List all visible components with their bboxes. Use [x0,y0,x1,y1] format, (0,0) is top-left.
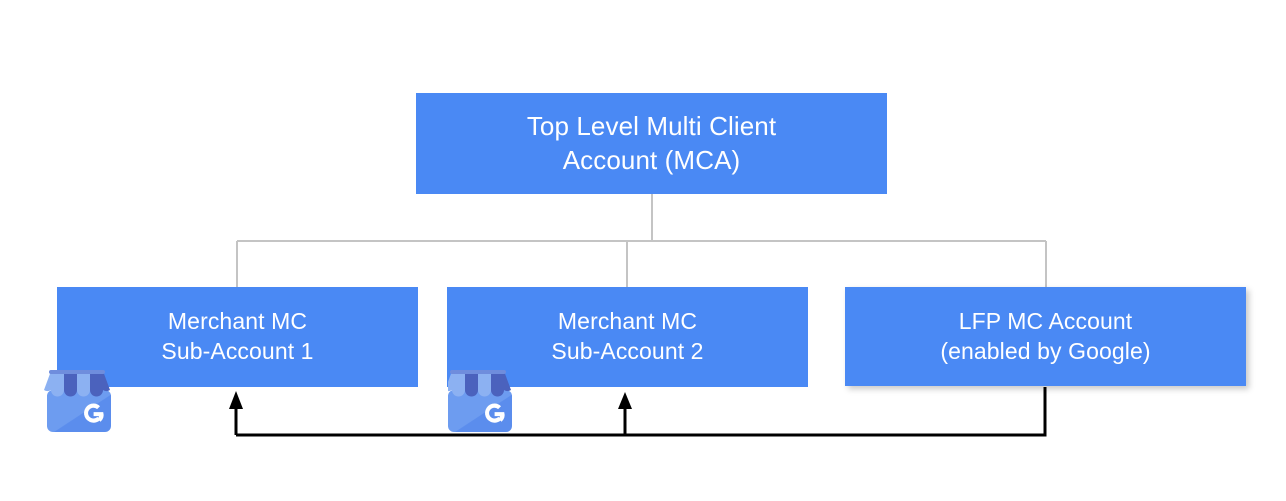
arrowhead-to-sub1 [229,391,243,409]
node-lfp-mc-account: LFP MC Account (enabled by Google) [845,287,1246,386]
node-merchant-mc-sub-account-2: Merchant MC Sub-Account 2 [447,287,808,387]
connector-feedback-bus [236,387,1047,437]
node-merchant-mc-sub-account-1: Merchant MC Sub-Account 1 [57,287,418,387]
node-merchant-mc-sub-account-2-label: Merchant MC Sub-Account 2 [551,308,704,364]
node-merchant-mc-sub-account-1-label: Merchant MC Sub-Account 1 [161,308,314,364]
google-business-profile-storefront-icon [448,370,512,432]
arrowhead-to-sub2 [618,392,632,409]
node-lfp-mc-account-label: LFP MC Account (enabled by Google) [940,307,1151,364]
google-business-profile-storefront-icon [44,370,111,432]
node-top-level-mca-label: Top Level Multi Client Account (MCA) [526,110,777,175]
node-top-level-mca: Top Level Multi Client Account (MCA) [416,93,887,194]
